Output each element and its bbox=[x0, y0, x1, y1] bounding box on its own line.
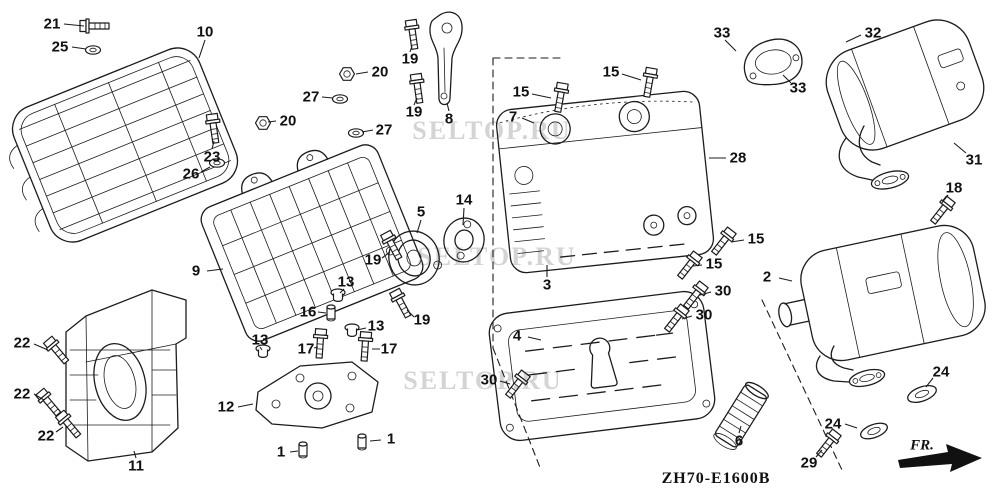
part-callout: 25 bbox=[51, 38, 69, 56]
part-callout: 3 bbox=[542, 276, 552, 294]
muffler-upper-drawing bbox=[825, 19, 985, 151]
part-callout: 30 bbox=[714, 282, 732, 300]
mounting-plate-drawing bbox=[255, 361, 379, 429]
part-callout: 32 bbox=[864, 24, 882, 42]
muffler-lower-flange-drawing bbox=[848, 368, 886, 388]
part-callout: 28 bbox=[729, 149, 747, 167]
part-callout: 20 bbox=[371, 63, 389, 81]
cover-gasket-drawing bbox=[743, 38, 803, 86]
grommet-13c-drawing bbox=[344, 323, 360, 337]
part-callout: 19 bbox=[364, 251, 382, 269]
nut-20a-drawing bbox=[338, 67, 356, 81]
muffler-lower-drawing bbox=[778, 224, 986, 362]
part-callout: 27 bbox=[375, 121, 393, 139]
exhaust-pipe-drawing bbox=[713, 381, 769, 450]
part-callout: 15 bbox=[747, 230, 765, 248]
part-callout: 29 bbox=[800, 454, 818, 472]
part-callout: 18 bbox=[945, 179, 963, 197]
part-callout: 12 bbox=[217, 398, 235, 416]
nut-20b-drawing bbox=[254, 116, 272, 130]
muffler-protector-drawing bbox=[488, 290, 716, 442]
part-callout: 15 bbox=[705, 255, 723, 273]
part-callout: 10 bbox=[196, 23, 214, 41]
part-callout: 30 bbox=[480, 371, 498, 389]
part-callout: 16 bbox=[299, 303, 317, 321]
part-callout: 26 bbox=[182, 165, 200, 183]
bracket-drawing bbox=[65, 289, 187, 462]
part-callout: 11 bbox=[128, 457, 144, 475]
bolt-19a-drawing bbox=[403, 18, 423, 51]
muffler-upper-pipe-drawing bbox=[838, 125, 881, 181]
part-callout: 24 bbox=[932, 363, 950, 381]
part-callout: 7 bbox=[508, 108, 518, 126]
washer-27a-drawing bbox=[331, 94, 349, 104]
leader-lines bbox=[33, 23, 967, 459]
wire-guard-drawing bbox=[9, 47, 239, 243]
part-callout: 17 bbox=[297, 340, 315, 358]
part-callout: 19 bbox=[405, 103, 423, 121]
fr-direction-label: FR. bbox=[910, 437, 934, 454]
part-callout: 2 bbox=[762, 268, 772, 286]
part-callout: 20 bbox=[279, 112, 297, 130]
part-callout: 17 bbox=[380, 340, 398, 358]
muffler-upper-flange-drawing bbox=[870, 170, 910, 190]
bolt-17a-drawing bbox=[311, 327, 329, 360]
gasket-drawing bbox=[443, 217, 485, 263]
collar-16-drawing bbox=[326, 304, 336, 322]
gasket-24b-drawing bbox=[860, 422, 888, 440]
bolt-19d-drawing bbox=[387, 286, 415, 321]
washer-27b-drawing bbox=[347, 128, 365, 138]
bolt-19b-drawing bbox=[408, 72, 428, 105]
bolt-30b-drawing bbox=[660, 302, 691, 336]
bolt-21-drawing bbox=[79, 18, 110, 34]
part-callout: 14 bbox=[455, 191, 473, 209]
bolt-23-drawing bbox=[204, 112, 224, 145]
fr-arrow bbox=[898, 444, 982, 472]
watermark: SELTOP.RU bbox=[403, 366, 563, 395]
part-callout: 23 bbox=[203, 148, 221, 166]
part-callout: 30 bbox=[695, 306, 713, 324]
deflector-drawing bbox=[429, 11, 463, 106]
part-callout: 9 bbox=[191, 262, 201, 280]
part-callout: 13 bbox=[251, 331, 269, 349]
bolt-22a-drawing bbox=[41, 334, 73, 368]
muffler-box-drawing bbox=[495, 90, 715, 274]
part-callout: 24 bbox=[824, 415, 842, 433]
part-callout: 33 bbox=[713, 24, 731, 42]
muffler-lower-tail-drawing bbox=[815, 345, 854, 383]
collar-1b-drawing bbox=[357, 433, 367, 451]
washer-25-drawing bbox=[84, 45, 102, 55]
collar-1a-drawing bbox=[298, 441, 308, 459]
part-callout: 22 bbox=[13, 385, 31, 403]
part-callout: 1 bbox=[276, 443, 286, 461]
part-callout: 19 bbox=[413, 311, 431, 329]
part-callout: 8 bbox=[444, 110, 454, 128]
part-callout: 31 bbox=[965, 151, 983, 169]
gasket-24a-drawing bbox=[907, 385, 937, 403]
part-callout: 15 bbox=[512, 83, 530, 101]
part-callout: 15 bbox=[602, 63, 620, 81]
bolt-15b-drawing bbox=[639, 66, 660, 99]
part-callout: 4 bbox=[512, 327, 522, 345]
part-callout: 13 bbox=[367, 317, 385, 335]
drawing-code: ZH70-E1600B bbox=[661, 470, 771, 487]
part-callout: 22 bbox=[13, 334, 31, 352]
dashed-boundary bbox=[492, 57, 843, 471]
part-callout: 21 bbox=[43, 15, 61, 33]
part-callout: 27 bbox=[302, 88, 320, 106]
bolt-18-drawing bbox=[926, 194, 957, 228]
watermark: SELTOP.RU bbox=[417, 242, 577, 271]
part-callout: 1 bbox=[386, 430, 396, 448]
part-callout: 19 bbox=[401, 50, 419, 68]
bolt-17b-drawing bbox=[356, 330, 374, 363]
part-callout: 33 bbox=[789, 79, 807, 97]
part-callout: 22 bbox=[37, 427, 55, 445]
part-callout: 6 bbox=[734, 432, 744, 450]
part-callout: 13 bbox=[337, 273, 355, 291]
watermark: SELTOP.RU bbox=[412, 116, 572, 145]
part-callout: 5 bbox=[416, 203, 426, 221]
